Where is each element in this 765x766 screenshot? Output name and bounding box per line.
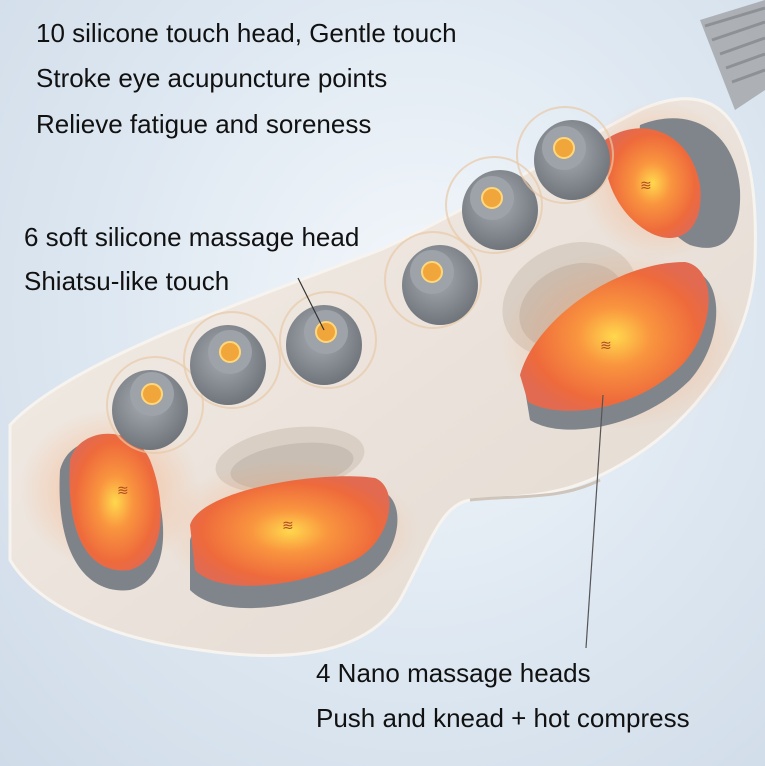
svg-text:≋: ≋ xyxy=(640,178,652,194)
callout-eye-points-line3: Relieve fatigue and soreness xyxy=(36,109,372,139)
nano-head-right-inner: ≋ xyxy=(520,262,717,430)
silicone-knob xyxy=(384,231,482,329)
svg-text:≋: ≋ xyxy=(117,483,129,499)
callout-eye-points-line2: Stroke eye acupuncture points xyxy=(36,63,388,93)
silicone-knob xyxy=(445,156,543,254)
svg-text:≋: ≋ xyxy=(600,338,612,354)
nano-head-right-outer: ≋ xyxy=(604,118,741,248)
nano-head-left-inner: ≋ xyxy=(190,476,398,609)
silicone-knob xyxy=(183,311,281,409)
silicone-knob xyxy=(279,291,377,389)
callout-eye-points-line1: 10 silicone touch head, Gentle touch xyxy=(36,18,457,48)
callout-nano-line1: 4 Nano massage heads xyxy=(316,658,591,688)
silicone-knob xyxy=(516,106,614,204)
nano-head-left-outer: ≋ xyxy=(59,433,164,591)
callout-shiatsu-line1: 6 soft silicone massage head xyxy=(24,222,360,252)
callout-shiatsu-line2: Shiatsu-like touch xyxy=(24,266,230,296)
svg-text:≋: ≋ xyxy=(282,518,294,534)
leader-line-shiatsu xyxy=(297,277,325,331)
leader-line-nano xyxy=(585,394,604,649)
callout-nano-line2: Push and knead + hot compress xyxy=(316,703,690,733)
silicone-knob xyxy=(106,356,204,454)
